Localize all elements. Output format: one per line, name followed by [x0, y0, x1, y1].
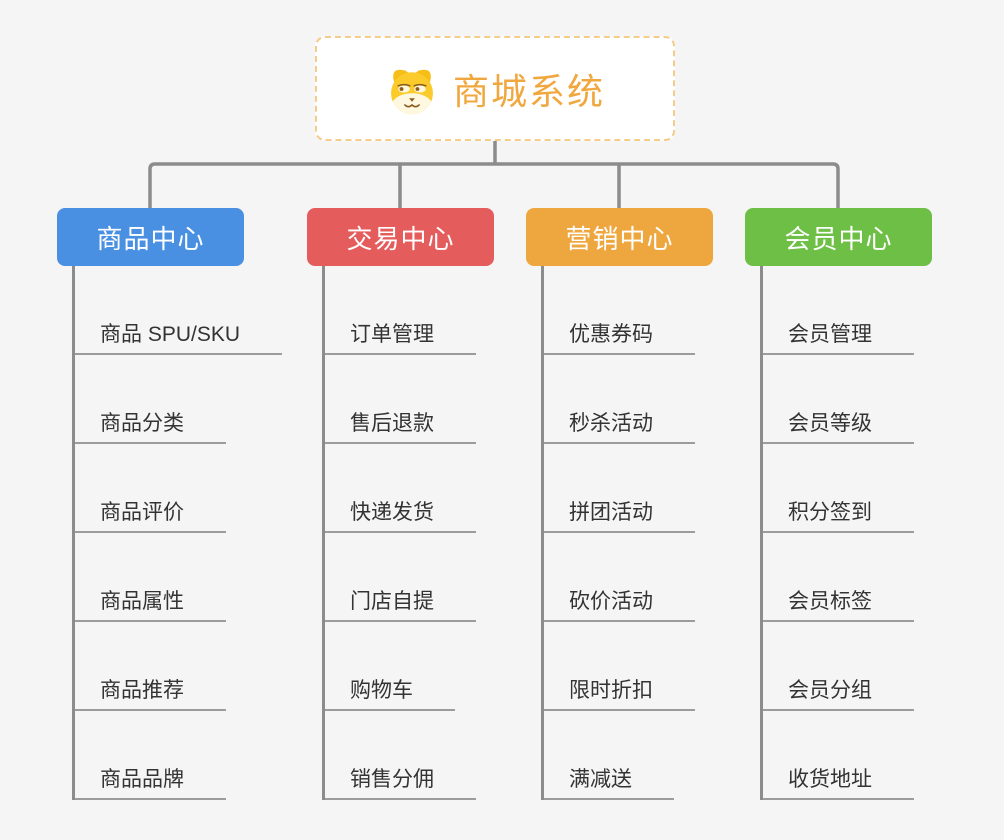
child-node-member-tag[interactable]: 会员标签 [760, 591, 914, 622]
child-node-limited-time-discount[interactable]: 限时折扣 [541, 680, 695, 711]
child-row: 商品品牌 [72, 711, 244, 800]
child-node-group-buy[interactable]: 拼团活动 [541, 502, 695, 533]
child-row: 限时折扣 [541, 622, 713, 711]
branch-children-member-center: 会员管理 会员等级 积分签到 会员标签 会员分组 收货地址 [760, 266, 932, 800]
child-node-aftersale-refund[interactable]: 售后退款 [322, 413, 476, 444]
branch-header-member-center[interactable]: 会员中心 [745, 208, 932, 266]
child-row: 订单管理 [322, 266, 494, 355]
branch-trade-center: 交易中心 订单管理 售后退款 快递发货 门店自提 购物车 销售分佣 [307, 208, 494, 800]
child-row: 优惠券码 [541, 266, 713, 355]
branch-children-product-center: 商品 SPU/SKU 商品分类 商品评价 商品属性 商品推荐 商品品牌 [72, 266, 283, 800]
child-node-points-checkin[interactable]: 积分签到 [760, 502, 914, 533]
child-node-product-review[interactable]: 商品评价 [72, 502, 226, 533]
child-row: 满减送 [541, 711, 713, 800]
child-row: 拼团活动 [541, 444, 713, 533]
branch-trunk-line [760, 266, 763, 800]
branch-header-marketing-center[interactable]: 营销中心 [526, 208, 713, 266]
child-node-product-attribute[interactable]: 商品属性 [72, 591, 226, 622]
child-node-product-brand[interactable]: 商品品牌 [72, 769, 226, 800]
child-row: 商品属性 [72, 533, 244, 622]
child-node-member-group[interactable]: 会员分组 [760, 680, 914, 711]
branch-rail-line [148, 162, 840, 210]
child-node-member-management[interactable]: 会员管理 [760, 324, 914, 355]
child-node-order-management[interactable]: 订单管理 [322, 324, 476, 355]
child-node-shipping-address[interactable]: 收货地址 [760, 769, 914, 800]
child-row: 商品 SPU/SKU [72, 266, 283, 355]
child-row: 收货地址 [760, 711, 932, 800]
child-row: 会员管理 [760, 266, 932, 355]
child-row: 秒杀活动 [541, 355, 713, 444]
child-row: 门店自提 [322, 533, 494, 622]
child-row: 售后退款 [322, 355, 494, 444]
child-row: 商品推荐 [72, 622, 244, 711]
branch-member-center: 会员中心 会员管理 会员等级 积分签到 会员标签 会员分组 收货地址 [745, 208, 932, 800]
child-row: 积分签到 [760, 444, 932, 533]
branch-header-product-center[interactable]: 商品中心 [57, 208, 244, 266]
child-row: 商品评价 [72, 444, 244, 533]
child-node-express-shipping[interactable]: 快递发货 [322, 502, 476, 533]
child-row: 砍价活动 [541, 533, 713, 622]
root-node[interactable]: 商城系统 [315, 36, 675, 141]
child-node-member-level[interactable]: 会员等级 [760, 413, 914, 444]
child-node-product-spu-sku[interactable]: 商品 SPU/SKU [72, 324, 283, 355]
child-node-product-category[interactable]: 商品分类 [72, 413, 226, 444]
branch-trunk-line [541, 266, 544, 800]
child-node-sales-commission[interactable]: 销售分佣 [322, 769, 476, 800]
child-node-coupon-code[interactable]: 优惠券码 [541, 324, 695, 355]
branch-marketing-center: 营销中心 优惠券码 秒杀活动 拼团活动 砍价活动 限时折扣 满减送 [526, 208, 713, 800]
child-row: 商品分类 [72, 355, 244, 444]
branch-children-trade-center: 订单管理 售后退款 快递发货 门店自提 购物车 销售分佣 [322, 266, 494, 800]
child-node-product-recommend[interactable]: 商品推荐 [72, 680, 226, 711]
child-node-flash-sale[interactable]: 秒杀活动 [541, 413, 695, 444]
child-row: 会员分组 [760, 622, 932, 711]
child-row: 快递发货 [322, 444, 494, 533]
child-row: 购物车 [322, 622, 494, 711]
child-node-shopping-cart[interactable]: 购物车 [322, 680, 455, 711]
branch-trunk-line [72, 266, 75, 800]
child-row: 销售分佣 [322, 711, 494, 800]
root-title: 商城系统 [452, 70, 605, 112]
child-row: 会员等级 [760, 355, 932, 444]
child-row: 会员标签 [760, 533, 932, 622]
branch-children-marketing-center: 优惠券码 秒杀活动 拼团活动 砍价活动 限时折扣 满减送 [541, 266, 713, 800]
child-node-store-pickup[interactable]: 门店自提 [322, 591, 476, 622]
child-node-bargain-activity[interactable]: 砍价活动 [541, 591, 695, 622]
child-node-full-reduction[interactable]: 满减送 [541, 769, 674, 800]
branch-trunk-line [322, 266, 325, 800]
dog-face-icon [385, 63, 439, 115]
branch-product-center: 商品中心 商品 SPU/SKU 商品分类 商品评价 商品属性 商品推荐 商品品牌 [57, 208, 283, 800]
branch-header-trade-center[interactable]: 交易中心 [307, 208, 494, 266]
